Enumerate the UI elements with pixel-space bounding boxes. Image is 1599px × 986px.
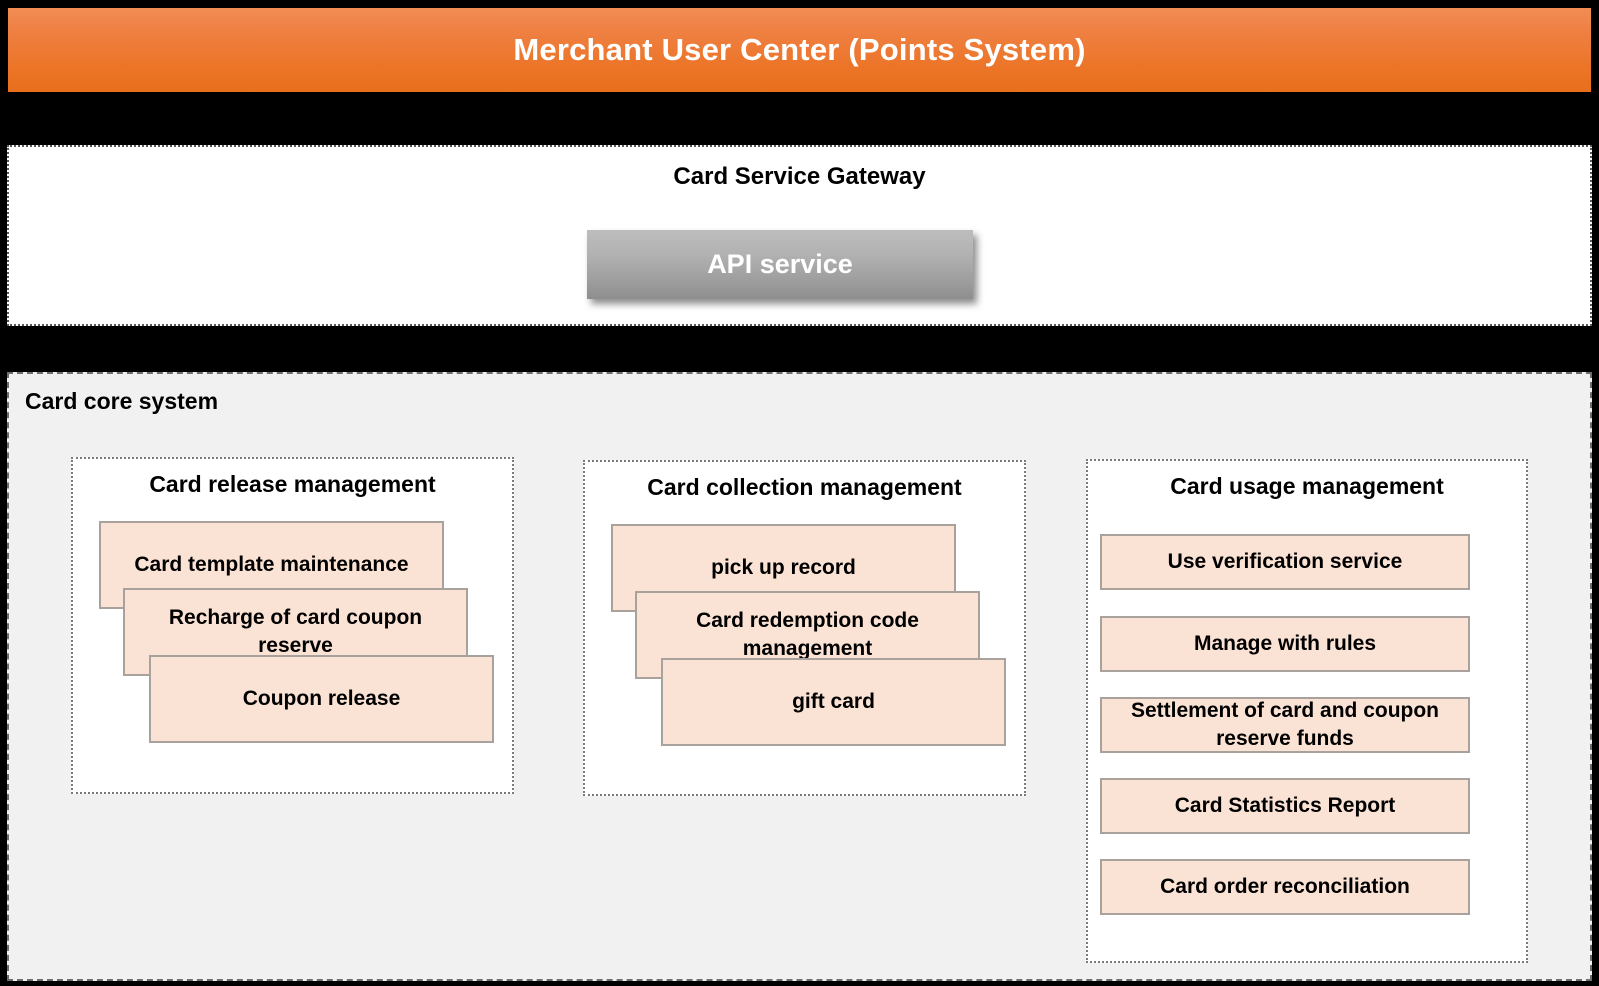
card-service-gateway-title: Card Service Gateway — [673, 163, 926, 190]
api-service-button[interactable]: API service — [587, 230, 973, 299]
page-title: Merchant User Center (Points System) — [513, 32, 1086, 67]
item-manage-with-rules[interactable]: Manage with rules — [1100, 616, 1470, 672]
panel-card-collection-management-title: Card collection management — [647, 474, 962, 500]
item-gift-card[interactable]: gift card — [661, 658, 1006, 746]
item-use-verification-service[interactable]: Use verification service — [1100, 534, 1470, 590]
item-settlement-of-card-and-coupon-reserve-funds[interactable]: Settlement of card and coupon reserve fu… — [1100, 697, 1470, 753]
item-card-statistics-report[interactable]: Card Statistics Report — [1100, 778, 1470, 834]
card-core-system-title: Card core system — [25, 388, 219, 414]
api-service-label: API service — [707, 249, 853, 279]
panel-card-collection-management: Card collection management pick up recor… — [583, 460, 1026, 796]
page-title-banner: Merchant User Center (Points System) — [8, 8, 1591, 92]
item-coupon-release[interactable]: Coupon release — [149, 655, 494, 743]
item-card-order-reconciliation[interactable]: Card order reconciliation — [1100, 859, 1470, 915]
panel-card-usage-management: Card usage management Use verification s… — [1086, 459, 1528, 963]
panel-card-release-management: Card release management Card template ma… — [71, 457, 514, 794]
panel-card-usage-management-title: Card usage management — [1170, 473, 1444, 499]
panel-card-release-management-title: Card release management — [149, 471, 436, 497]
card-service-gateway-panel: Card Service Gateway API service — [7, 145, 1592, 326]
